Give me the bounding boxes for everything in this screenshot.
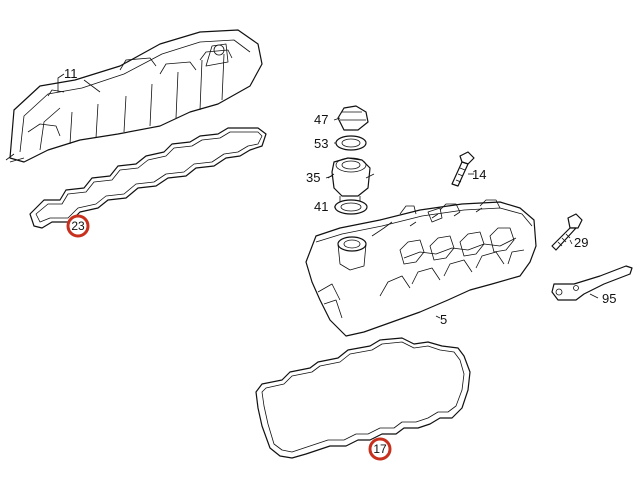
part-41-ring[interactable] <box>334 199 368 215</box>
label-11: 11 <box>64 66 78 81</box>
label-17: 17 <box>373 442 387 456</box>
part-47-cap[interactable] <box>337 105 369 131</box>
label-23: 23 <box>71 219 85 233</box>
leader-47 <box>333 117 341 121</box>
label-35: 35 <box>306 170 320 185</box>
leader-95 <box>589 293 599 299</box>
label-5: 5 <box>440 312 447 327</box>
label-47: 47 <box>314 112 328 127</box>
part-29-bolt[interactable] <box>551 213 583 251</box>
leader-lines <box>83 79 599 319</box>
part-14-bolt[interactable] <box>451 151 475 187</box>
part-53-ring[interactable] <box>335 135 367 151</box>
part-11-cover[interactable] <box>5 29 263 163</box>
label-95: 95 <box>602 291 616 306</box>
callout-23[interactable]: 23 <box>66 214 90 238</box>
label-14: 14 <box>472 167 486 182</box>
label-53: 53 <box>314 136 328 151</box>
callout-17[interactable]: 17 <box>368 437 392 461</box>
part-5-head-cover[interactable] <box>305 199 537 337</box>
label-29: 29 <box>574 235 588 250</box>
part-17-gasket[interactable] <box>255 337 471 459</box>
leader-29 <box>569 239 573 245</box>
part-23-gasket[interactable] <box>29 127 267 229</box>
leader-5 <box>435 315 441 319</box>
part-95-bracket[interactable] <box>551 265 633 301</box>
callout-23-ring <box>66 214 90 238</box>
leader-11 <box>83 79 101 93</box>
part-35-filler-neck[interactable] <box>327 157 375 204</box>
callout-17-ring <box>368 437 392 461</box>
leader-35 <box>325 175 333 179</box>
label-41: 41 <box>314 199 328 214</box>
